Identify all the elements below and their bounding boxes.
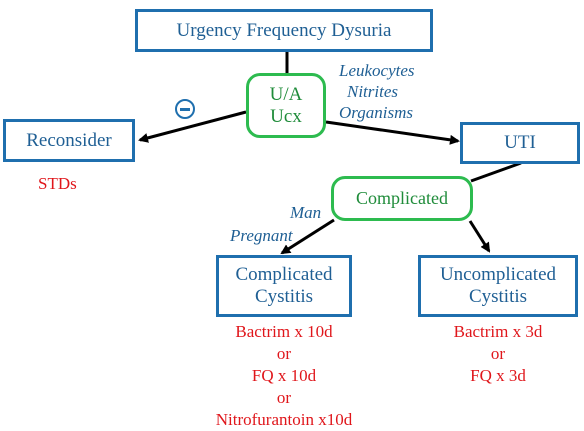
arrow-to-reconsider (138, 110, 247, 143)
symptoms-box: Urgency Frequency Dysuria (135, 9, 433, 52)
complicated-label: Complicated (356, 188, 448, 209)
uti-label: UTI (504, 132, 536, 154)
uncomplicated-cystitis-box: Uncomplicated Cystitis (418, 255, 578, 317)
complicated-treatment-line-5: Nitrofurantoin x10d (215, 410, 353, 429)
complicated-box: Complicated (331, 176, 473, 221)
tests-line-2: Ucx (270, 105, 302, 127)
symptoms-label: Urgency Frequency Dysuria (176, 19, 392, 41)
complicated-treatment-line-4: or (276, 388, 292, 407)
connector-uti-complicated (470, 161, 522, 183)
reconsider-label: Reconsider (26, 129, 112, 151)
finding-organisms: Organisms (339, 103, 413, 122)
complicated-treatment-line-2: or (276, 344, 292, 363)
complicated-cystitis-box: Complicated Cystitis (216, 255, 352, 317)
reconsider-box: Reconsider (3, 119, 135, 162)
uncomplicated-treatment-line-3: FQ x 3d (470, 366, 526, 385)
arrow-to-uncomplicated-cystitis (468, 220, 491, 253)
uncomplicated-treatment-line-2: or (490, 344, 506, 363)
minus-circle-icon (175, 99, 195, 119)
finding-leukocytes: Leukocytes (339, 61, 415, 80)
arrow-to-complicated-cystitis (280, 218, 335, 255)
complicated-criterion-pregnant: Pregnant (230, 226, 293, 245)
uti-box: UTI (460, 122, 580, 164)
complicated-treatment: Bactrim x 10d or FQ x 10d or Nitrofurant… (194, 321, 374, 431)
complicated-criterion-man: Man (290, 203, 322, 222)
arrow-to-uti (325, 120, 460, 145)
complicated-treatment-line-1: Bactrim x 10d (235, 322, 333, 341)
uncomplicated-cystitis-line-1: Uncomplicated (439, 264, 557, 286)
complicated-cystitis-line-2: Cystitis (254, 286, 314, 307)
tests-line-1: U/A (269, 83, 303, 105)
reconsider-note: STDs (38, 174, 77, 193)
tests-box: U/A Ucx (246, 73, 326, 138)
complicated-cystitis-line-1: Complicated (235, 264, 333, 286)
finding-nitrites: Nitrites (347, 82, 399, 101)
uncomplicated-cystitis-line-2: Cystitis (468, 286, 528, 307)
uncomplicated-treatment-line-1: Bactrim x 3d (453, 322, 543, 341)
complicated-treatment-line-3: FQ x 10d (251, 366, 317, 385)
uncomplicated-treatment: Bactrim x 3d or FQ x 3d (418, 321, 578, 387)
positive-findings: Leukocytes Nitrites Organisms (339, 60, 415, 123)
